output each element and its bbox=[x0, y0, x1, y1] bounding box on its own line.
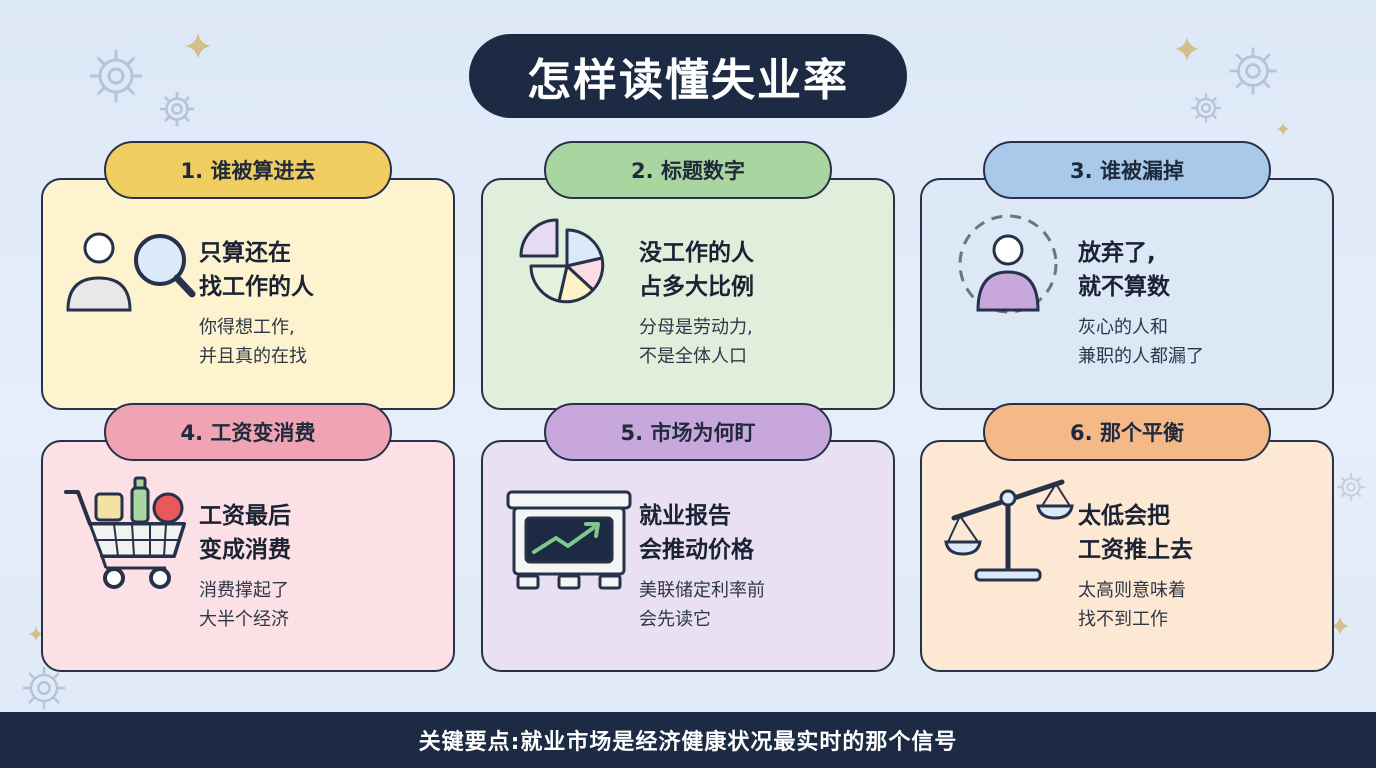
tab-who-is-missed: 3. 谁被漏掉 bbox=[983, 141, 1271, 199]
key-takeaway-banner: 关键要点:就业市场是经济健康状况最实时的那个信号 bbox=[0, 712, 1376, 768]
sparkle-icon bbox=[1174, 36, 1200, 62]
card-description: 分母是劳动力, 不是全体人口 bbox=[639, 317, 753, 367]
card-description: 灰心的人和 兼职的人都漏了 bbox=[1078, 317, 1204, 367]
card-heading: 只算还在 找工作的人 bbox=[199, 240, 314, 300]
tab-headline-number: 2. 标题数字 bbox=[544, 141, 832, 199]
page-title: 怎样读懂失业率 bbox=[469, 34, 907, 118]
person-magnifier-icon bbox=[66, 232, 196, 312]
sparkle-icon bbox=[1276, 122, 1290, 136]
gear-icon bbox=[22, 666, 66, 710]
tab-the-balance: 6. 那个平衡 bbox=[983, 403, 1271, 461]
tab-wages-to-spending: 4. 工资变消费 bbox=[104, 403, 392, 461]
sparkle-icon bbox=[185, 33, 211, 59]
sparkle-icon bbox=[28, 626, 44, 642]
tab-why-markets-watch: 5. 市场为何盯 bbox=[544, 403, 832, 461]
card-the-balance bbox=[920, 440, 1334, 672]
card-heading: 工资最后 变成消费 bbox=[199, 503, 291, 563]
card-description: 太高则意味着 找不到工作 bbox=[1078, 580, 1186, 630]
shopping-cart-icon bbox=[64, 476, 186, 589]
card-description: 消费撑起了 大半个经济 bbox=[199, 580, 289, 630]
card-description: 美联储定利率前 会先读它 bbox=[639, 580, 765, 630]
tab-who-is-counted: 1. 谁被算进去 bbox=[104, 141, 392, 199]
market-monitor-icon bbox=[506, 490, 632, 590]
gear-icon bbox=[159, 91, 195, 127]
gear-icon bbox=[1337, 473, 1365, 501]
balance-scale-icon bbox=[944, 479, 1074, 582]
card-heading: 太低会把 工资推上去 bbox=[1078, 503, 1193, 563]
dashed-circle-person-icon bbox=[958, 214, 1058, 314]
sparkle-icon bbox=[1330, 616, 1350, 636]
card-why-markets-watch bbox=[481, 440, 895, 672]
gear-icon bbox=[1191, 93, 1221, 123]
gear-icon bbox=[90, 50, 142, 102]
card-description: 你得想工作, 并且真的在找 bbox=[199, 317, 307, 367]
pie-chart-icon bbox=[519, 218, 605, 304]
gear-icon bbox=[1229, 47, 1277, 95]
card-heading: 就业报告 会推动价格 bbox=[639, 503, 754, 563]
card-heading: 没工作的人 占多大比例 bbox=[639, 240, 754, 300]
card-heading: 放弃了, 就不算数 bbox=[1078, 240, 1170, 300]
